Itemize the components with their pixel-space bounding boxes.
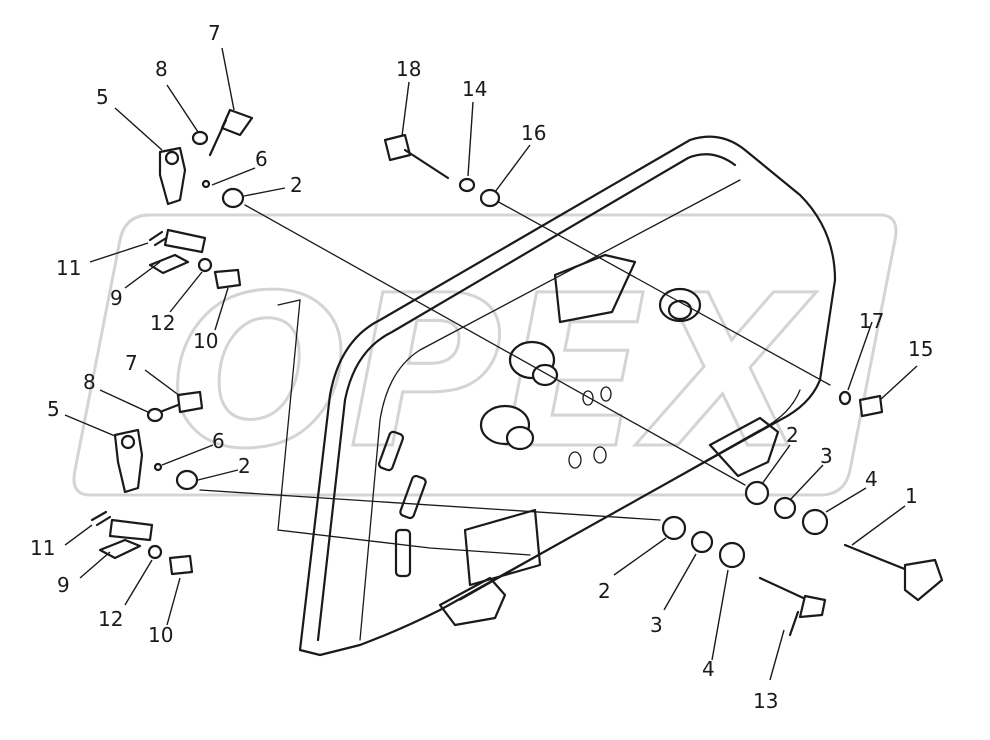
callout-4-right-upper: 4 — [865, 467, 878, 491]
callout-10-upper: 10 — [193, 329, 218, 353]
callout-labels: 7 8 5 6 2 11 9 12 10 7 8 5 6 2 11 9 12 1… — [30, 21, 933, 713]
callout-5-lower: 5 — [47, 397, 60, 421]
callout-14: 14 — [462, 77, 487, 101]
callout-6-lower: 6 — [212, 429, 225, 453]
callout-9-lower: 9 — [57, 573, 70, 597]
callout-4-right-lower: 4 — [702, 657, 715, 681]
callout-1: 1 — [905, 484, 918, 508]
callout-18: 18 — [396, 57, 421, 81]
callout-6-upper: 6 — [255, 147, 268, 171]
callout-15: 15 — [908, 337, 933, 361]
callout-5-upper: 5 — [96, 85, 109, 109]
tank-body — [298, 135, 837, 657]
upper-left-hardware — [148, 108, 254, 290]
watermark-text: OPEX — [170, 250, 817, 495]
callout-16: 16 — [521, 121, 546, 145]
callout-11-lower: 11 — [30, 536, 55, 560]
callout-11-upper: 11 — [56, 256, 81, 280]
callout-2-right-lower: 2 — [598, 579, 611, 603]
callout-3-right-lower: 3 — [650, 613, 663, 637]
top-middle-hardware — [383, 133, 501, 208]
callout-12-lower: 12 — [98, 607, 123, 631]
callout-10-lower: 10 — [148, 623, 173, 647]
callout-leaders — [64, 47, 918, 681]
callout-13: 13 — [753, 689, 778, 713]
callout-7-upper: 7 — [208, 21, 221, 45]
assembly-axis-lines — [199, 199, 831, 556]
callout-8-upper: 8 — [155, 57, 168, 81]
callout-2-lower-left: 2 — [238, 454, 251, 478]
callout-8-lower: 8 — [83, 370, 96, 394]
callout-17: 17 — [859, 309, 884, 333]
callout-12-upper: 12 — [150, 311, 175, 335]
callout-2-upper-left: 2 — [290, 173, 303, 197]
lower-left-hardware — [90, 390, 204, 576]
callout-2-right-upper: 2 — [786, 423, 799, 447]
watermark: OPEX — [72, 213, 898, 497]
right-hardware — [661, 390, 944, 637]
callout-7-lower: 7 — [125, 351, 138, 375]
callout-9-upper: 9 — [110, 286, 123, 310]
callout-3-right-upper: 3 — [820, 444, 833, 468]
